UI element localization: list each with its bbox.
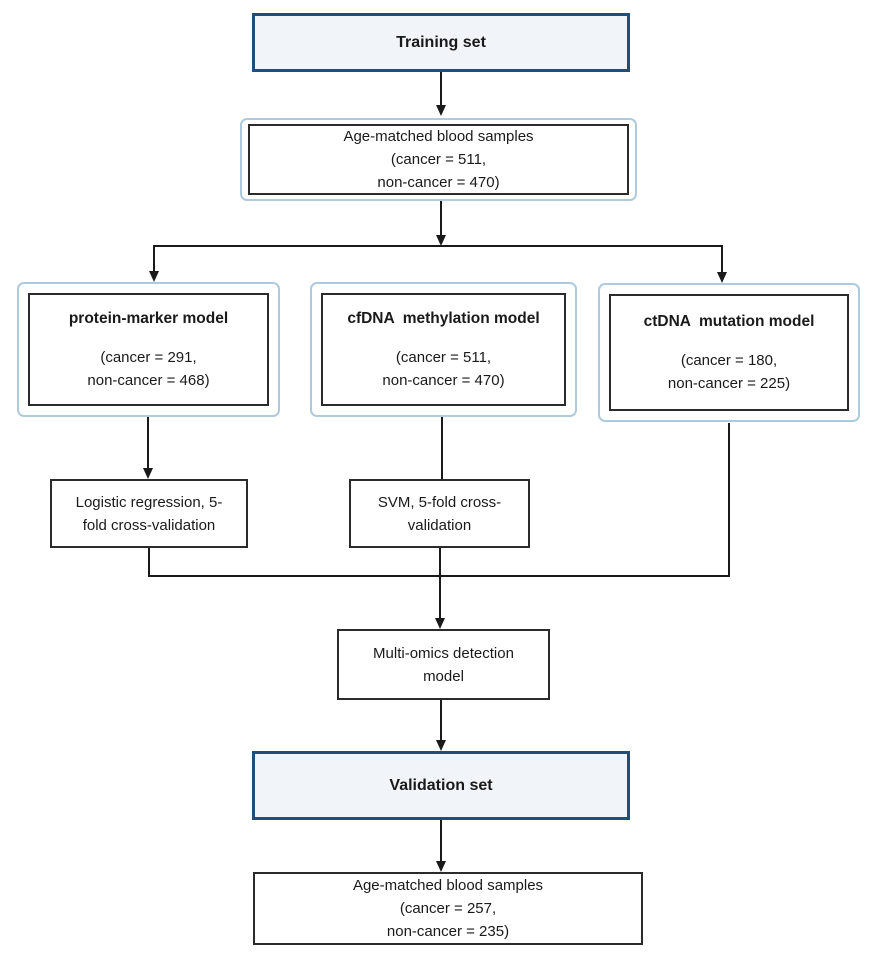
connector-protein-to-logistic [147, 417, 149, 468]
training-set-label: Training set [396, 33, 486, 51]
logistic-regression-box: Logistic regression, 5- fold cross-valid… [50, 479, 248, 548]
training-samples-text: Age-matched blood samples (cancer = 511,… [343, 128, 534, 191]
cfdna-methylation-model-box: cfDNA methylation model (cancer = 511, n… [310, 282, 577, 417]
training-samples-box: Age-matched blood samples (cancer = 511,… [240, 118, 637, 201]
validation-set-label: Validation set [389, 776, 493, 794]
connector-methylation-to-svm [441, 417, 443, 479]
connector-logistic-to-merge [148, 548, 150, 577]
connector-mutation-to-merge [728, 423, 730, 577]
connector-samples-to-split [440, 201, 442, 235]
validation-samples-box: Age-matched blood samples (cancer = 257,… [253, 872, 643, 945]
multi-omics-model-box: Multi-omics detection model [337, 629, 550, 700]
ctdna-mutation-model-counts: (cancer = 180, non-cancer = 225) [667, 352, 791, 392]
ctdna-mutation-model-box: ctDNA mutation model (cancer = 180, non-… [598, 283, 860, 422]
arrowhead-training-to-samples [436, 105, 446, 116]
protein-marker-model-counts: (cancer = 291, non-cancer = 468) [87, 349, 210, 389]
cfdna-methylation-model-inner: cfDNA methylation model (cancer = 511, n… [321, 293, 566, 406]
connector-split-right [721, 245, 723, 273]
validation-set-box: Validation set [252, 751, 630, 820]
validation-samples-text: Age-matched blood samples (cancer = 257,… [352, 877, 544, 940]
protein-marker-model-box: protein-marker model (cancer = 291, non-… [17, 282, 280, 417]
protein-marker-model-title: protein-marker model [68, 310, 229, 327]
connector-svm-to-multiomics [439, 548, 441, 619]
ctdna-mutation-model-title: ctDNA mutation model [643, 313, 815, 330]
connector-training-to-samples [440, 72, 442, 106]
logistic-regression-text: Logistic regression, 5- fold cross-valid… [75, 493, 223, 534]
svm-text: SVM, 5-fold cross- validation [377, 493, 502, 534]
cfdna-methylation-model-title: cfDNA methylation model [347, 310, 540, 327]
training-samples-inner: Age-matched blood samples (cancer = 511,… [248, 124, 629, 195]
cfdna-methylation-model-counts: (cancer = 511, non-cancer = 470) [382, 349, 505, 389]
arrowhead-split-left [149, 271, 159, 282]
connector-validation-to-samples [440, 820, 442, 861]
arrowhead-samples-to-split [436, 235, 446, 246]
arrowhead-merge-to-multiomics [435, 618, 445, 629]
arrowhead-validation-to-samples [436, 861, 446, 872]
multi-omics-model-text: Multi-omics detection model [373, 644, 514, 685]
protein-marker-model-inner: protein-marker model (cancer = 291, non-… [28, 293, 269, 406]
arrowhead-split-right [717, 272, 727, 283]
svm-box: SVM, 5-fold cross- validation [349, 479, 530, 548]
arrowhead-protein-to-logistic [143, 468, 153, 479]
ctdna-mutation-model-inner: ctDNA mutation model (cancer = 180, non-… [609, 294, 849, 411]
connector-split-horizontal [153, 245, 723, 247]
arrowhead-multiomics-to-validation [436, 740, 446, 751]
connector-split-left [153, 245, 155, 272]
connector-multiomics-to-validation [440, 700, 442, 740]
training-set-box: Training set [252, 13, 630, 72]
